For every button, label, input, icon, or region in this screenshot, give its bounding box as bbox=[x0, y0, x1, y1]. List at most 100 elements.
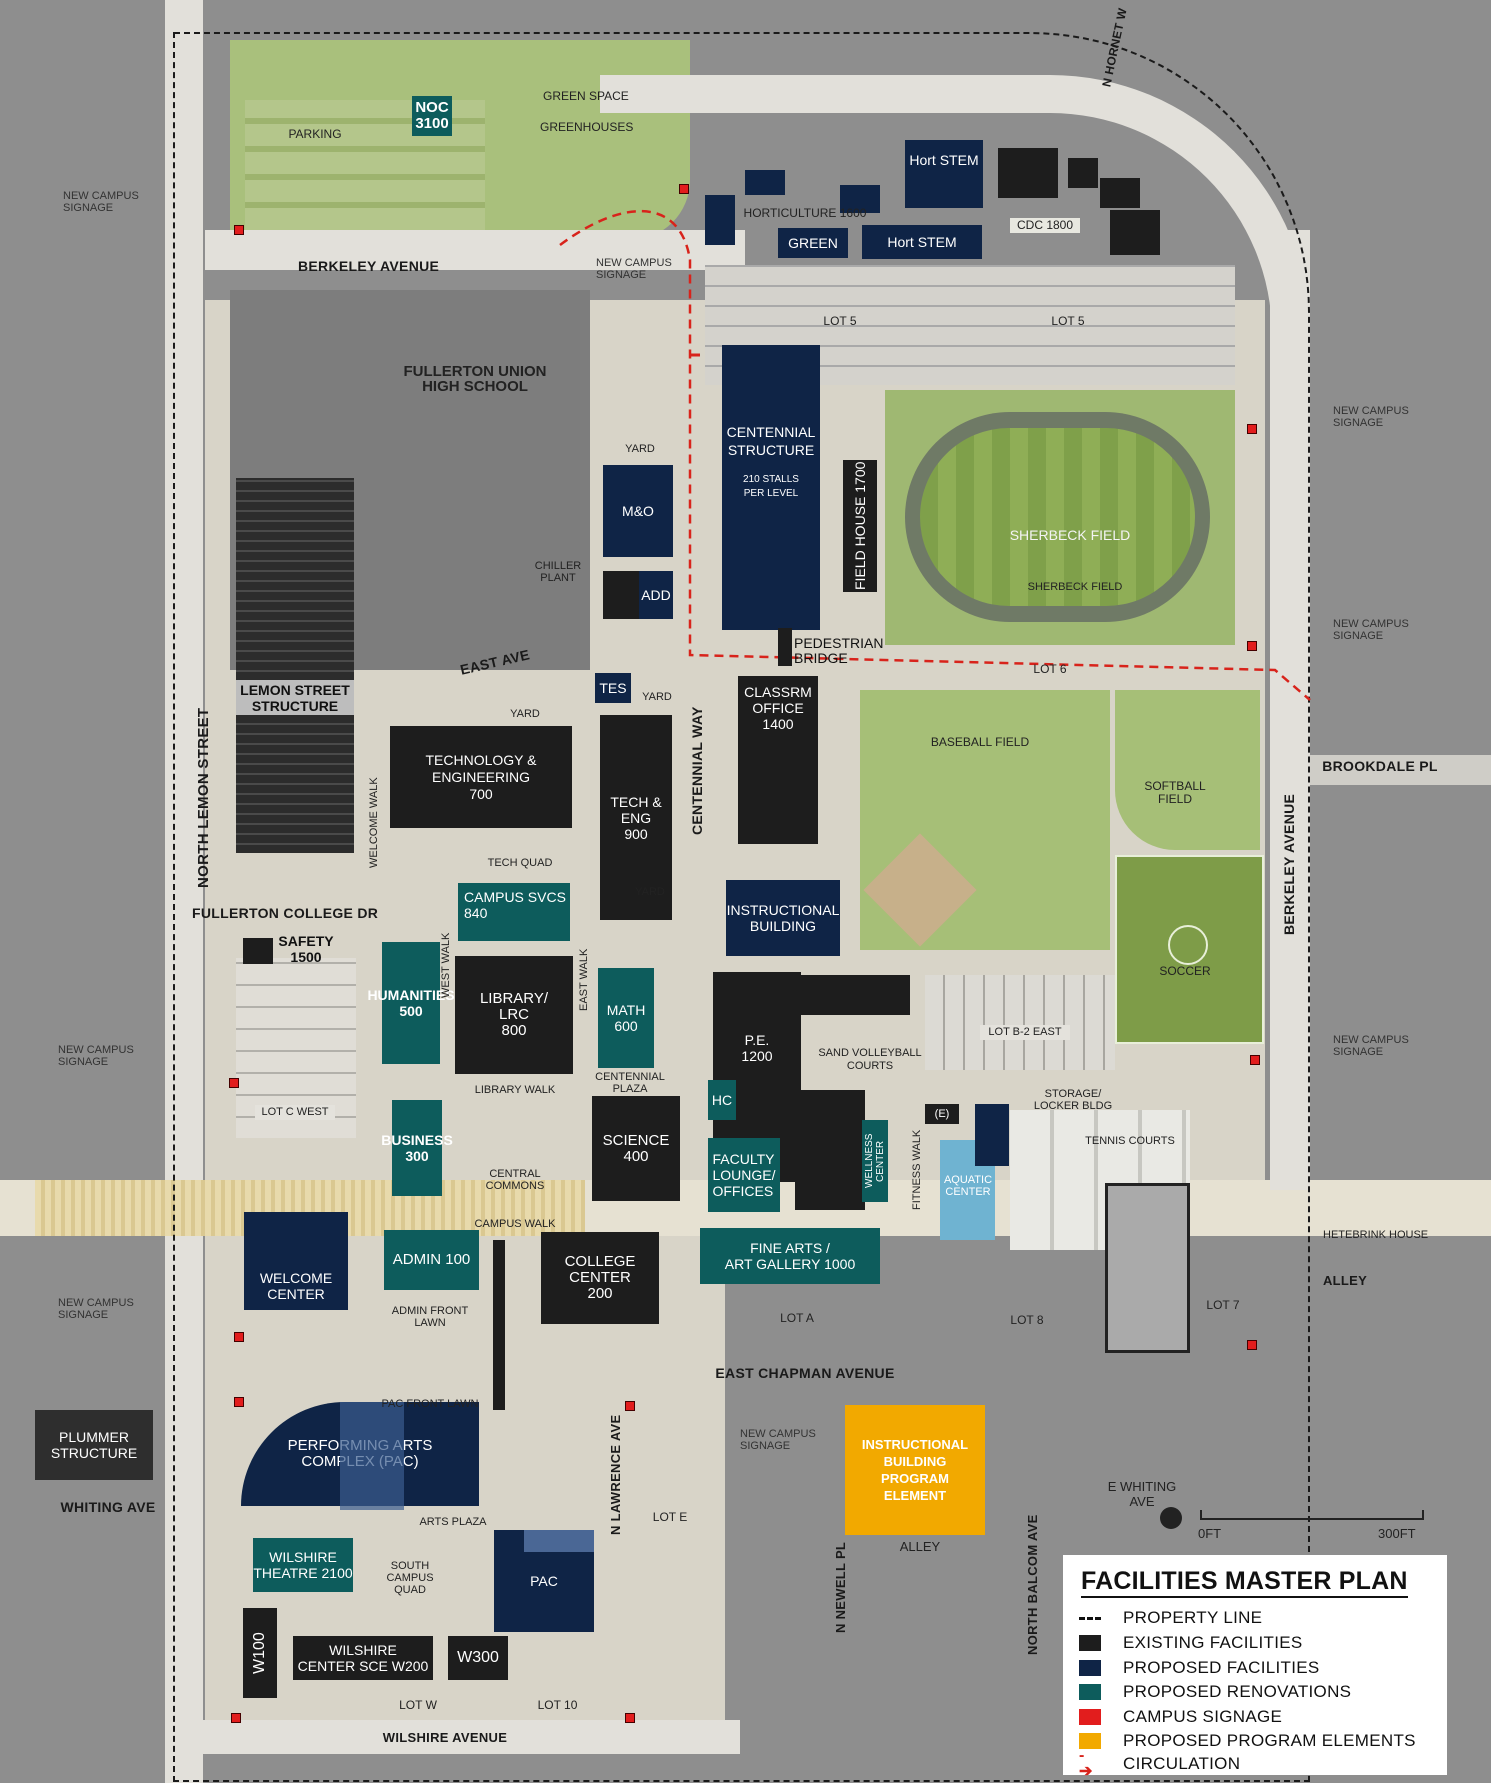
n-lawrence-ave-label: N LAWRENCE AVE bbox=[608, 1414, 623, 1536]
signage-marker-1 bbox=[234, 225, 244, 235]
scale-start-label: 0FT bbox=[1198, 1526, 1222, 1541]
cdc-building-3 bbox=[1100, 178, 1140, 208]
lot-5-east-label: LOT 5 bbox=[1051, 314, 1085, 328]
fullerton-college-dr-label: FULLERTON COLLEGE DR bbox=[192, 905, 379, 921]
parking-label: PARKING bbox=[288, 127, 342, 141]
pac-front-lawn-label: PAC FRONT LAWN bbox=[381, 1398, 479, 1410]
fitness-walk-label: FITNESS WALK bbox=[911, 1129, 923, 1211]
horticulture-label: HORTICULTURE 1600 bbox=[743, 206, 867, 220]
legend-item-existing: EXISTING FACILITIES bbox=[1079, 1632, 1303, 1654]
legend-label: EXISTING FACILITIES bbox=[1123, 1633, 1303, 1652]
arts-plaza-label: ARTS PLAZA bbox=[419, 1516, 487, 1528]
admin-100-building: ADMIN 100 bbox=[384, 1230, 479, 1290]
signage-marker-5 bbox=[1250, 1055, 1260, 1065]
chiller-plant bbox=[603, 571, 639, 619]
legend-title: FACILITIES MASTER PLAN bbox=[1081, 1567, 1408, 1598]
north-lemon-street-label: NORTH LEMON STREET bbox=[195, 707, 212, 888]
signage-swatch bbox=[1079, 1709, 1101, 1725]
program-swatch bbox=[1079, 1733, 1101, 1749]
hetebrink-house-site bbox=[1105, 1183, 1190, 1353]
signage-marker-2 bbox=[679, 184, 689, 194]
north-balcom-ave-label: NORTH BALCOM AVE bbox=[1025, 1514, 1040, 1656]
fine-arts-gallery-1000-building: FINE ARTS / ART GALLERY 1000 bbox=[700, 1228, 880, 1284]
mo-building: M&O bbox=[603, 465, 673, 557]
north-lemon-street-road bbox=[165, 0, 203, 1783]
legend-item-proposed: PROPOSED FACILITIES bbox=[1079, 1657, 1320, 1679]
signage-label-8: NEW CAMPUS SIGNAGE bbox=[740, 1428, 816, 1452]
legend-label: CAMPUS SIGNAGE bbox=[1123, 1707, 1283, 1726]
hetebrink-house-label: HETEBRINK HOUSE bbox=[1323, 1229, 1429, 1241]
signage-label-2: NEW CAMPUS SIGNAGE bbox=[596, 257, 672, 281]
north-arrow-icon bbox=[1160, 1507, 1182, 1529]
lot-10-label: LOT 10 bbox=[537, 1698, 578, 1712]
business-300-building: BUSINESS 300 bbox=[381, 1100, 453, 1196]
wilshire-road bbox=[180, 1720, 740, 1754]
greenhouses-label: GREENHOUSES bbox=[540, 120, 634, 134]
faculty-lounge-offices-building: FACULTY LOUNGE/ OFFICES bbox=[708, 1138, 780, 1212]
pac-complex-wing bbox=[340, 1402, 404, 1510]
legend-item-property-line: PROPERTY LINE bbox=[1079, 1607, 1262, 1629]
signage-label-5: NEW CAMPUS SIGNAGE bbox=[1333, 1034, 1409, 1058]
college-center-200-building: COLLEGE CENTER 200 bbox=[541, 1232, 659, 1324]
east-chapman-avenue-label: EAST CHAPMAN AVENUE bbox=[715, 1365, 895, 1381]
west-walk-label: WEST WALK bbox=[440, 932, 452, 998]
lot-7-label: LOT 7 bbox=[1206, 1298, 1240, 1312]
lemon-structure-deck-north bbox=[236, 478, 354, 680]
signage-marker-9 bbox=[234, 1397, 244, 1407]
welcome-center-building: WELCOME CENTER bbox=[244, 1212, 348, 1310]
centennial-plaza-label: CENTENNIAL PLAZA bbox=[595, 1071, 665, 1095]
central-commons-label: CENTRAL COMMONS bbox=[485, 1168, 545, 1192]
green-space-label: GREEN SPACE bbox=[543, 89, 629, 103]
tech-eng-700-building: TECHNOLOGY & ENGINEERING 700 bbox=[390, 726, 572, 828]
hc-building: HC bbox=[708, 1080, 736, 1120]
legend-item-renovations: PROPOSED RENOVATIONS bbox=[1079, 1681, 1351, 1703]
n-newell-pl-label: N NEWELL PL bbox=[833, 1541, 848, 1634]
library-lrc-800-building: LIBRARY/ LRC 800 bbox=[455, 956, 573, 1074]
alley-bottom-label: ALLEY bbox=[899, 1539, 941, 1554]
lot-w-label: LOT W bbox=[399, 1698, 437, 1712]
centennial-way-label: CENTENNIAL WAY bbox=[689, 706, 705, 835]
wilshire-avenue-label: WILSHIRE AVENUE bbox=[382, 1730, 508, 1745]
scale-bar bbox=[1200, 1510, 1424, 1520]
wilshire-theatre-2100-building: WILSHIRE THEATRE 2100 bbox=[253, 1538, 353, 1592]
signage-label-6: NEW CAMPUS SIGNAGE bbox=[58, 1044, 134, 1068]
signage-marker-10 bbox=[1247, 1340, 1257, 1350]
brookdale-pl-label: BROOKDALE PL bbox=[1322, 758, 1438, 774]
lot-b2-east-label: LOT B-2 EAST bbox=[980, 1025, 1070, 1040]
legend-item-program: PROPOSED PROGRAM ELEMENTS bbox=[1079, 1730, 1416, 1752]
signage-marker-11 bbox=[231, 1713, 241, 1723]
aquatic-center-label: AQUATIC CENTER bbox=[943, 1174, 993, 1198]
sherbeck-infield bbox=[920, 428, 1195, 606]
hort-stem-north-building: Hort STEM bbox=[905, 140, 983, 208]
campus-svcs-840-building: CAMPUS SVCS 840 bbox=[458, 883, 570, 941]
lot-e-label: LOT E bbox=[652, 1510, 688, 1524]
humanities-500-building: HUMANITIES 500 bbox=[367, 942, 455, 1064]
existing-swatch bbox=[1079, 1635, 1101, 1651]
tennis-courts-label: TENNIS COURTS bbox=[1085, 1135, 1175, 1147]
yard-tech-label: YARD bbox=[510, 708, 540, 720]
admin-front-lawn-label: ADMIN FRONT LAWN bbox=[391, 1305, 469, 1329]
legend-label: CIRCULATION bbox=[1123, 1754, 1241, 1773]
property-line-swatch bbox=[1079, 1616, 1101, 1620]
centennial-structure-sub: 210 STALLS PER LEVEL bbox=[743, 474, 799, 499]
signage-marker-8 bbox=[625, 1401, 635, 1411]
lot-6-label: LOT 6 bbox=[1033, 662, 1067, 676]
signage-marker-4 bbox=[1247, 641, 1257, 651]
greenhouse-building-1 bbox=[705, 195, 735, 245]
cdc-building-2 bbox=[1068, 158, 1098, 188]
lot-5-west-label: LOT 5 bbox=[823, 314, 857, 328]
legend-label: PROPERTY LINE bbox=[1123, 1608, 1263, 1627]
lot-a-label: LOT A bbox=[780, 1311, 814, 1325]
safety-building-block bbox=[243, 938, 273, 964]
legend-label: PROPOSED RENOVATIONS bbox=[1123, 1682, 1352, 1701]
classrm-office-1400-building: CLASSRM OFFICE 1400 bbox=[738, 676, 818, 844]
alley-right-label: ALLEY bbox=[1322, 1273, 1368, 1288]
science-400-building: SCIENCE 400 bbox=[592, 1096, 680, 1201]
legend-item-circulation: - ➔ CIRCULATION bbox=[1079, 1748, 1241, 1780]
wellness-center-building: WELLNESS CENTER bbox=[862, 1120, 888, 1202]
wilshire-center-sce-w200-building: WILSHIRE CENTER SCE W200 bbox=[293, 1636, 433, 1680]
pe-wing-south bbox=[795, 1090, 865, 1210]
pac-building-roof bbox=[524, 1530, 594, 1552]
scale-end-label: 300FT bbox=[1378, 1526, 1416, 1541]
welcome-walk-label: WELCOME WALK bbox=[368, 777, 380, 868]
